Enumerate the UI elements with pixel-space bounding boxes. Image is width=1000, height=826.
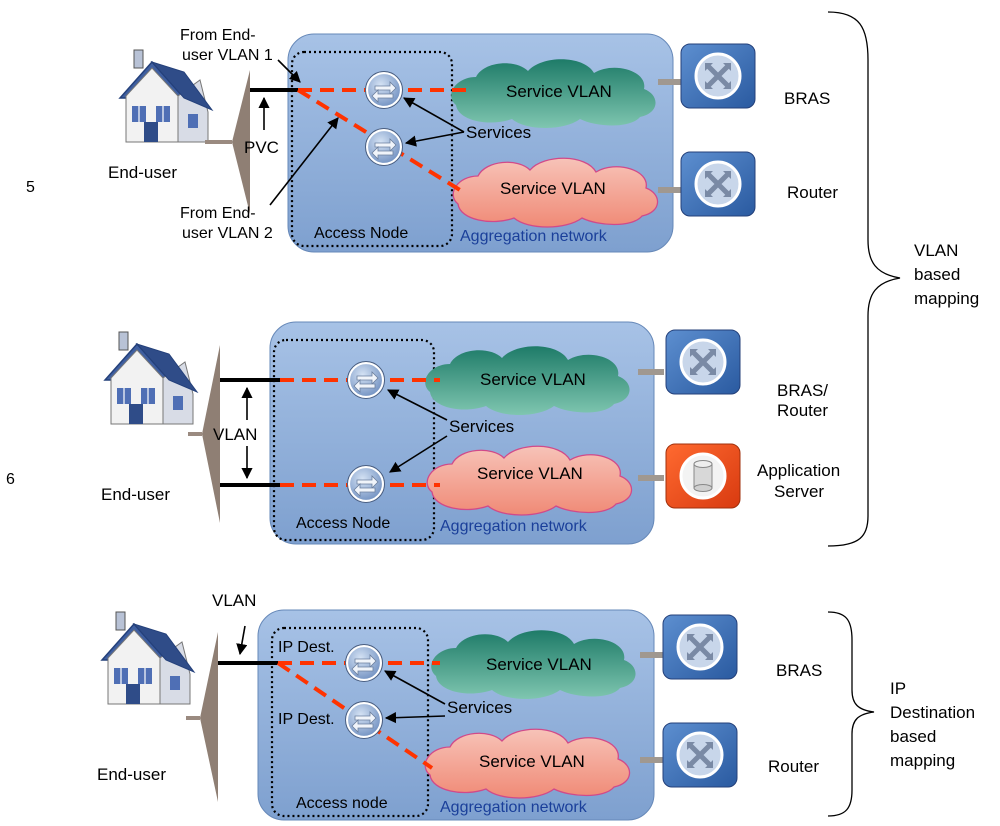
router-icon — [663, 723, 737, 787]
arrow — [389, 435, 448, 473]
row-number: 6 — [6, 471, 15, 488]
vlan-label: VLAN — [213, 425, 257, 444]
arrow — [403, 97, 465, 133]
splitter-shape — [232, 70, 250, 214]
services-label: Services — [447, 698, 512, 717]
from-label-2: From End-user VLAN 2 — [180, 205, 273, 242]
service-vlan-label: Service VLAN — [479, 752, 585, 771]
switch-icon — [364, 127, 404, 167]
access-node-label: Access node — [296, 795, 388, 812]
arrow — [269, 117, 339, 206]
arrow — [236, 625, 248, 656]
router-label: Router — [787, 183, 838, 202]
pvc-label: PVC — [244, 138, 279, 157]
service-vlan-label: Service VLAN — [477, 464, 583, 483]
arrow — [384, 712, 446, 724]
service-vlan-label: Service VLAN — [480, 370, 586, 389]
router-icon — [681, 152, 755, 216]
database-icon — [664, 442, 742, 510]
switch-icon — [346, 360, 386, 400]
row-number: 5 — [26, 179, 35, 196]
router-label: Router — [768, 757, 819, 776]
router-icon — [663, 615, 737, 679]
end-user-label: End-user — [97, 765, 166, 784]
arrow — [384, 670, 446, 705]
bras-router-label: BRAS/Router — [777, 381, 828, 420]
from-label-1: From End-user VLAN 1 — [180, 27, 273, 64]
ip-dest-label: IP Dest. — [278, 711, 335, 728]
bras-label: BRAS — [784, 89, 830, 108]
house-icon — [104, 331, 198, 425]
services-label: Services — [449, 417, 514, 436]
access-node-box — [270, 626, 430, 818]
access-node-label: Access Node — [314, 225, 408, 242]
switch-icon — [344, 700, 384, 740]
service-vlan-label: Service VLAN — [506, 82, 612, 101]
switch-icon — [364, 70, 404, 110]
router-icon — [666, 330, 740, 394]
end-user-label: End-user — [108, 163, 177, 182]
ip-dest-label: IP Dest. — [278, 639, 335, 656]
service-vlan-label: Service VLAN — [500, 179, 606, 198]
brace-icon — [827, 611, 875, 817]
aggregation-label: Aggregation network — [460, 228, 608, 245]
switch-icon — [344, 643, 384, 683]
aggregation-label: Aggregation network — [440, 518, 588, 535]
access-node-box — [290, 50, 454, 248]
brace-icon — [827, 11, 901, 547]
services-label: Services — [466, 123, 531, 142]
end-user-label: End-user — [101, 485, 170, 504]
vlan-label: VLAN — [212, 591, 256, 610]
access-node-label: Access Node — [296, 515, 390, 532]
row-ip-destination: End-user IP Dest. IP Dest. Service VLAN … — [97, 591, 822, 821]
service-vlan-label: Service VLAN — [486, 655, 592, 674]
row-5: 5 End-user Service VLAN Service VLAN Acc… — [26, 27, 838, 253]
splitter-shape — [202, 345, 220, 523]
arrow — [387, 389, 448, 421]
bras-label: BRAS — [776, 661, 822, 680]
router-icon — [681, 44, 755, 108]
row-6: 6 End-user Service VLAN Service VLAN Acc… — [6, 321, 840, 545]
aggregation-label: Aggregation network — [440, 799, 588, 816]
splitter-shape — [200, 632, 218, 802]
arrow — [277, 59, 301, 83]
switch-icon — [346, 464, 386, 504]
house-icon — [101, 611, 195, 705]
arrow — [404, 131, 465, 147]
